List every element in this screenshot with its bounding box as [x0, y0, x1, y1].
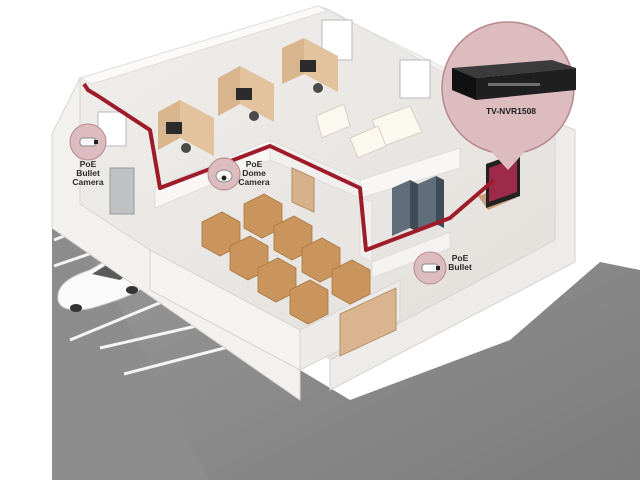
workstation: [158, 100, 214, 156]
camera-label-line: Dome: [242, 168, 266, 178]
workstation: [218, 66, 274, 122]
camera-badge-bullet-camera: [69, 123, 107, 161]
camera-label-line: PoE: [79, 159, 97, 169]
office-area: [158, 38, 423, 159]
dome-camera-icon: [215, 169, 233, 183]
warehouse-boxes: [201, 193, 371, 325]
camera-label-line: Camera: [72, 177, 104, 187]
camera-label-line: Bullet: [76, 168, 100, 178]
camera-label-line: PoE: [245, 159, 263, 169]
nvr-model-label: TV-NVR1508: [485, 106, 537, 116]
camera-badge-bullet: [413, 251, 447, 285]
camera-label-bullet-camera: PoE Bullet Camera: [66, 160, 110, 187]
lounge-furniture: [315, 103, 423, 159]
bullet-camera-icon: [421, 263, 440, 273]
camera-label-bullet: PoE Bullet: [440, 254, 480, 272]
camera-label-line: PoE: [451, 253, 469, 263]
camera-badge-dome-camera: [207, 157, 241, 191]
camera-label-line: Camera: [238, 177, 270, 187]
workstation: [282, 38, 338, 93]
server-racks: [392, 176, 444, 236]
nvr-recorder-icon: [452, 60, 576, 100]
camera-label-dome-camera: PoE Dome Camera: [232, 160, 276, 187]
nvr-callout: [441, 21, 576, 170]
camera-label-line: Bullet: [448, 262, 472, 272]
windows: [97, 19, 431, 147]
bullet-camera-icon: [79, 137, 98, 147]
